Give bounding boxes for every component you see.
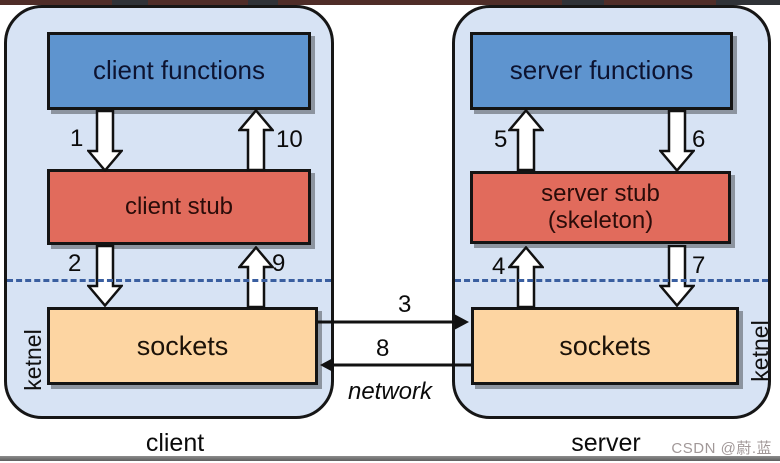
arrow-label-3: 3 xyxy=(398,291,412,318)
server-kernel-boundary-line xyxy=(455,279,768,282)
server-stub-label-line1: server stub xyxy=(541,179,660,207)
arrow-label-1: 1 xyxy=(70,125,84,152)
top-edge-segment xyxy=(716,0,780,5)
server-sockets-box: sockets xyxy=(471,307,739,385)
arrow-label-5: 5 xyxy=(494,126,508,153)
server-functions-box: server functions xyxy=(470,32,733,110)
arrow-7-down-icon xyxy=(659,245,695,307)
server-stub-label-line2: (skeleton) xyxy=(547,206,654,234)
server-stub-box: server stub (skeleton) xyxy=(470,171,731,244)
client-sockets-box: sockets xyxy=(47,307,318,385)
network-label: network xyxy=(347,378,433,405)
network-arrow-8-left-icon xyxy=(320,357,471,373)
client-sockets-label: sockets xyxy=(136,330,229,361)
top-edge-segment xyxy=(112,0,148,5)
client-stub-label: client stub xyxy=(124,192,234,220)
arrow-2-down-icon xyxy=(87,245,123,307)
arrow-1-down-icon xyxy=(87,110,123,172)
arrow-label-2: 2 xyxy=(68,250,82,277)
arrow-label-10: 10 xyxy=(276,126,303,153)
server-panel-title: server xyxy=(571,429,641,457)
arrow-label-4: 4 xyxy=(492,253,506,280)
csdn-watermark: CSDN @蔚.蓝 xyxy=(671,440,772,457)
top-edge-segment xyxy=(248,0,278,5)
top-edge-artifact xyxy=(0,0,780,5)
arrow-5-up-icon xyxy=(508,109,544,171)
client-stub-box: client stub xyxy=(47,169,311,245)
arrow-label-6: 6 xyxy=(692,126,706,153)
arrow-10-up-icon xyxy=(238,109,274,171)
client-functions-label: client functions xyxy=(93,55,265,86)
client-panel-title: client xyxy=(145,429,205,457)
client-functions-box: client functions xyxy=(47,32,311,110)
arrow-4-up-icon xyxy=(508,246,544,308)
server-functions-label: server functions xyxy=(509,55,694,86)
client-kernel-side-label: ketnel xyxy=(20,329,46,391)
bottom-edge-artifact xyxy=(0,456,780,461)
arrow-6-down-icon xyxy=(659,110,695,172)
arrow-label-7: 7 xyxy=(692,252,706,279)
arrow-label-8: 8 xyxy=(376,335,390,362)
server-sockets-label: sockets xyxy=(559,330,651,361)
server-kernel-side-label: ketnel xyxy=(747,320,773,382)
network-arrow-3-right-icon xyxy=(318,314,469,330)
arrow-9-up-icon xyxy=(238,246,274,308)
arrow-label-9: 9 xyxy=(272,250,286,277)
top-edge-segment xyxy=(562,0,604,5)
client-kernel-boundary-line xyxy=(7,279,331,282)
